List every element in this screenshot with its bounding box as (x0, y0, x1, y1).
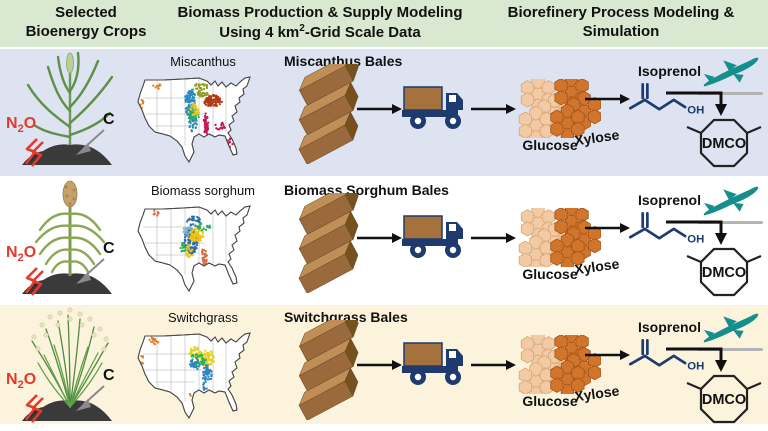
isoprenol-structure: OH (628, 339, 704, 372)
runway-line (697, 221, 763, 224)
bales-to-truck-arrow-icon (356, 103, 402, 115)
n2o-zigzag-arrow-icon (24, 137, 45, 167)
dmco-structure: DMCO (685, 374, 763, 424)
header-line: Bioenergy Crops (25, 22, 147, 40)
header-line: Simulation (582, 22, 660, 40)
crop-row-switchgrass: N2O C Switchgrass Switchgrass Bales Gluc… (0, 305, 768, 424)
carbon-arrow-icon (75, 129, 105, 156)
map-crop-label: Biomass sorghum (150, 183, 256, 198)
glucose-xylose-molecules-icon (517, 335, 601, 394)
isoprenol-label: Isoprenol (637, 192, 701, 208)
miscanthus-plant-illustration (22, 51, 114, 165)
us-biomass-supply-map (137, 205, 251, 292)
header-line: Biomass Production & Supply Modeling (177, 4, 463, 21)
glucose-label: Glucose (522, 266, 578, 282)
carbon-label: C (103, 240, 115, 257)
n2o-zigzag-arrow-icon (24, 266, 45, 296)
dmco-structure: DMCO (685, 247, 763, 297)
crop-row-sorghum: N2O C Biomass sorghum Biomass Sorghum Ba… (0, 178, 768, 303)
airplane-icon (703, 313, 759, 343)
isoprenol-structure: OH (628, 83, 704, 116)
n2o-zigzag-arrow-icon (24, 393, 45, 423)
truck-icon (401, 215, 464, 259)
n2o-emission-label: N2O (6, 244, 37, 265)
truck-icon (401, 342, 464, 386)
svg-text:OH: OH (687, 104, 704, 116)
header-line: Using 4 km2-Grid Scale Data (219, 22, 421, 41)
header-biorefinery-modeling: Biorefinery Process Modeling & Simulatio… (478, 4, 764, 42)
glucose-label: Glucose (522, 137, 578, 153)
isoprenol-label: Isoprenol (637, 319, 701, 335)
carbon-label: C (103, 111, 115, 128)
header-line: Biorefinery Process Modeling & (507, 4, 735, 21)
runway-line (697, 348, 763, 351)
us-biomass-supply-map (137, 76, 251, 163)
isoprenol-label: Isoprenol (637, 63, 701, 79)
bales-to-truck-arrow-icon (356, 359, 402, 371)
dmco-structure: DMCO (685, 118, 763, 168)
svg-text:DMCO: DMCO (702, 136, 746, 152)
carbon-arrow-icon (75, 258, 105, 285)
svg-text:DMCO: DMCO (702, 392, 746, 408)
switchgrass-plant-illustration (22, 307, 112, 421)
n2o-emission-label: N2O (6, 371, 37, 392)
runway-line (697, 92, 763, 95)
carbon-arrow-icon (75, 385, 105, 412)
header-selected-crops: Selected Bioenergy Crops (6, 4, 166, 42)
truck-to-sugars-arrow-icon (470, 232, 516, 244)
glucose-label: Glucose (522, 393, 578, 409)
svg-text:OH: OH (687, 360, 704, 372)
sorghum-plant-illustration (22, 180, 112, 294)
map-crop-label: Miscanthus (170, 54, 236, 69)
glucose-xylose-molecules-icon (517, 208, 601, 267)
header-line: Selected (55, 4, 117, 21)
header-biomass-modeling: Biomass Production & Supply Modeling Usi… (170, 4, 470, 43)
svg-text:OH: OH (687, 233, 704, 245)
n2o-emission-label: N2O (6, 115, 37, 136)
figure-header: Selected Bioenergy Crops Biomass Product… (0, 0, 768, 47)
airplane-icon (703, 57, 759, 87)
bales-label: Biomass Sorghum Bales (284, 182, 449, 198)
svg-text:DMCO: DMCO (702, 265, 746, 281)
crop-row-miscanthus: N2O C Miscanthus Miscanthus Bales Glucos… (0, 49, 768, 176)
map-crop-label: Switchgrass (167, 310, 239, 325)
airplane-icon (703, 186, 759, 216)
truck-to-sugars-arrow-icon (470, 103, 516, 115)
isoprenol-structure: OH (628, 212, 704, 245)
truck-to-sugars-arrow-icon (470, 359, 516, 371)
bales-label: Miscanthus Bales (284, 53, 403, 69)
truck-icon (401, 86, 464, 130)
bales-to-truck-arrow-icon (356, 232, 402, 244)
glucose-xylose-molecules-icon (517, 79, 601, 138)
us-biomass-supply-map (137, 332, 251, 419)
carbon-label: C (103, 367, 115, 384)
bales-label: Switchgrass Bales (284, 309, 408, 325)
